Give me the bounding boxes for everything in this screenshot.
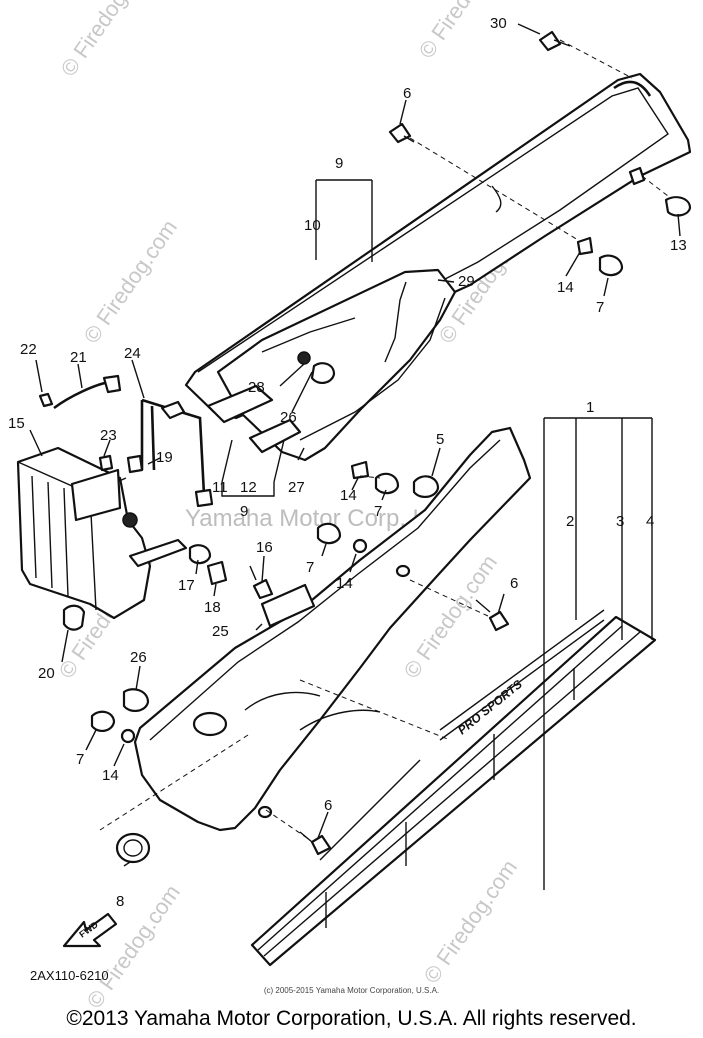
callout-numbers: 30 6 9 10 29 14 7 13 22 21 24 28 26 15 2… (8, 15, 687, 910)
callout-24: 24 (124, 345, 141, 362)
callout-20: 20 (38, 665, 55, 682)
callout-22: 22 (20, 341, 37, 358)
callout-5: 5 (436, 431, 444, 448)
callout-14-mid: 14 (340, 487, 357, 504)
callout-14-lower: 14 (336, 575, 353, 592)
callout-1: 1 (586, 399, 594, 416)
callout-15: 15 (8, 415, 25, 432)
source-line: (c) 2005-2015 Yamaha Motor Corporation, … (263, 986, 440, 995)
callout-14-bottom: 14 (102, 767, 119, 784)
callout-9-top: 9 (335, 155, 343, 172)
reference-lines (99, 39, 669, 841)
callout-7-lower: 7 (306, 559, 314, 576)
callout-28: 28 (248, 379, 265, 396)
hardware (38, 30, 692, 864)
side-cover-lower (133, 426, 532, 832)
watermark-top-left: © Firedog.com (56, 0, 159, 81)
battery-tank (16, 446, 188, 631)
watermark-left-mid: © Firedog.com (79, 215, 182, 348)
inner-panel (216, 268, 457, 462)
callout-4: 4 (646, 513, 654, 530)
strap-and-cable (53, 374, 214, 508)
callout-25: 25 (212, 623, 229, 640)
callout-8: 8 (116, 893, 124, 910)
callout-7-bottom: 7 (76, 751, 84, 768)
callout-26-top: 26 (280, 409, 297, 426)
callout-30: 30 (490, 15, 507, 32)
callout-29: 29 (458, 273, 475, 290)
watermark-right-bottom: © Firedog.com (419, 855, 522, 988)
callout-18: 18 (204, 599, 221, 616)
callout-13: 13 (670, 237, 687, 254)
callout-11: 11 (212, 479, 228, 496)
fwd-arrow-icon: FWD (62, 912, 118, 948)
callout-2: 2 (566, 513, 574, 530)
callout-9-bottom: 9 (240, 503, 248, 520)
callout-6-mid: 6 (510, 575, 518, 592)
callout-10: 10 (304, 217, 321, 234)
inner-strips (206, 384, 302, 454)
diagram-code: 2AX110-6210 (30, 968, 109, 983)
callout-14-top: 14 (557, 279, 574, 296)
callout-12: 12 (240, 479, 257, 496)
callout-26-bottom: 26 (130, 649, 147, 666)
copyright-notice: ©2013 Yamaha Motor Corporation, U.S.A. A… (66, 1007, 637, 1030)
callout-21: 21 (70, 349, 87, 366)
leader-lines (29, 23, 681, 890)
callout-3: 3 (616, 513, 624, 530)
callout-16: 16 (256, 539, 273, 556)
callout-7-top: 7 (596, 299, 604, 316)
callout-27: 27 (288, 479, 305, 496)
callout-6-bottom: 6 (324, 797, 332, 814)
callout-6-top: 6 (403, 85, 411, 102)
callout-17: 17 (178, 577, 195, 594)
callout-23: 23 (100, 427, 117, 444)
callout-7-mid: 7 (374, 503, 382, 520)
callout-19: 19 (156, 449, 173, 466)
